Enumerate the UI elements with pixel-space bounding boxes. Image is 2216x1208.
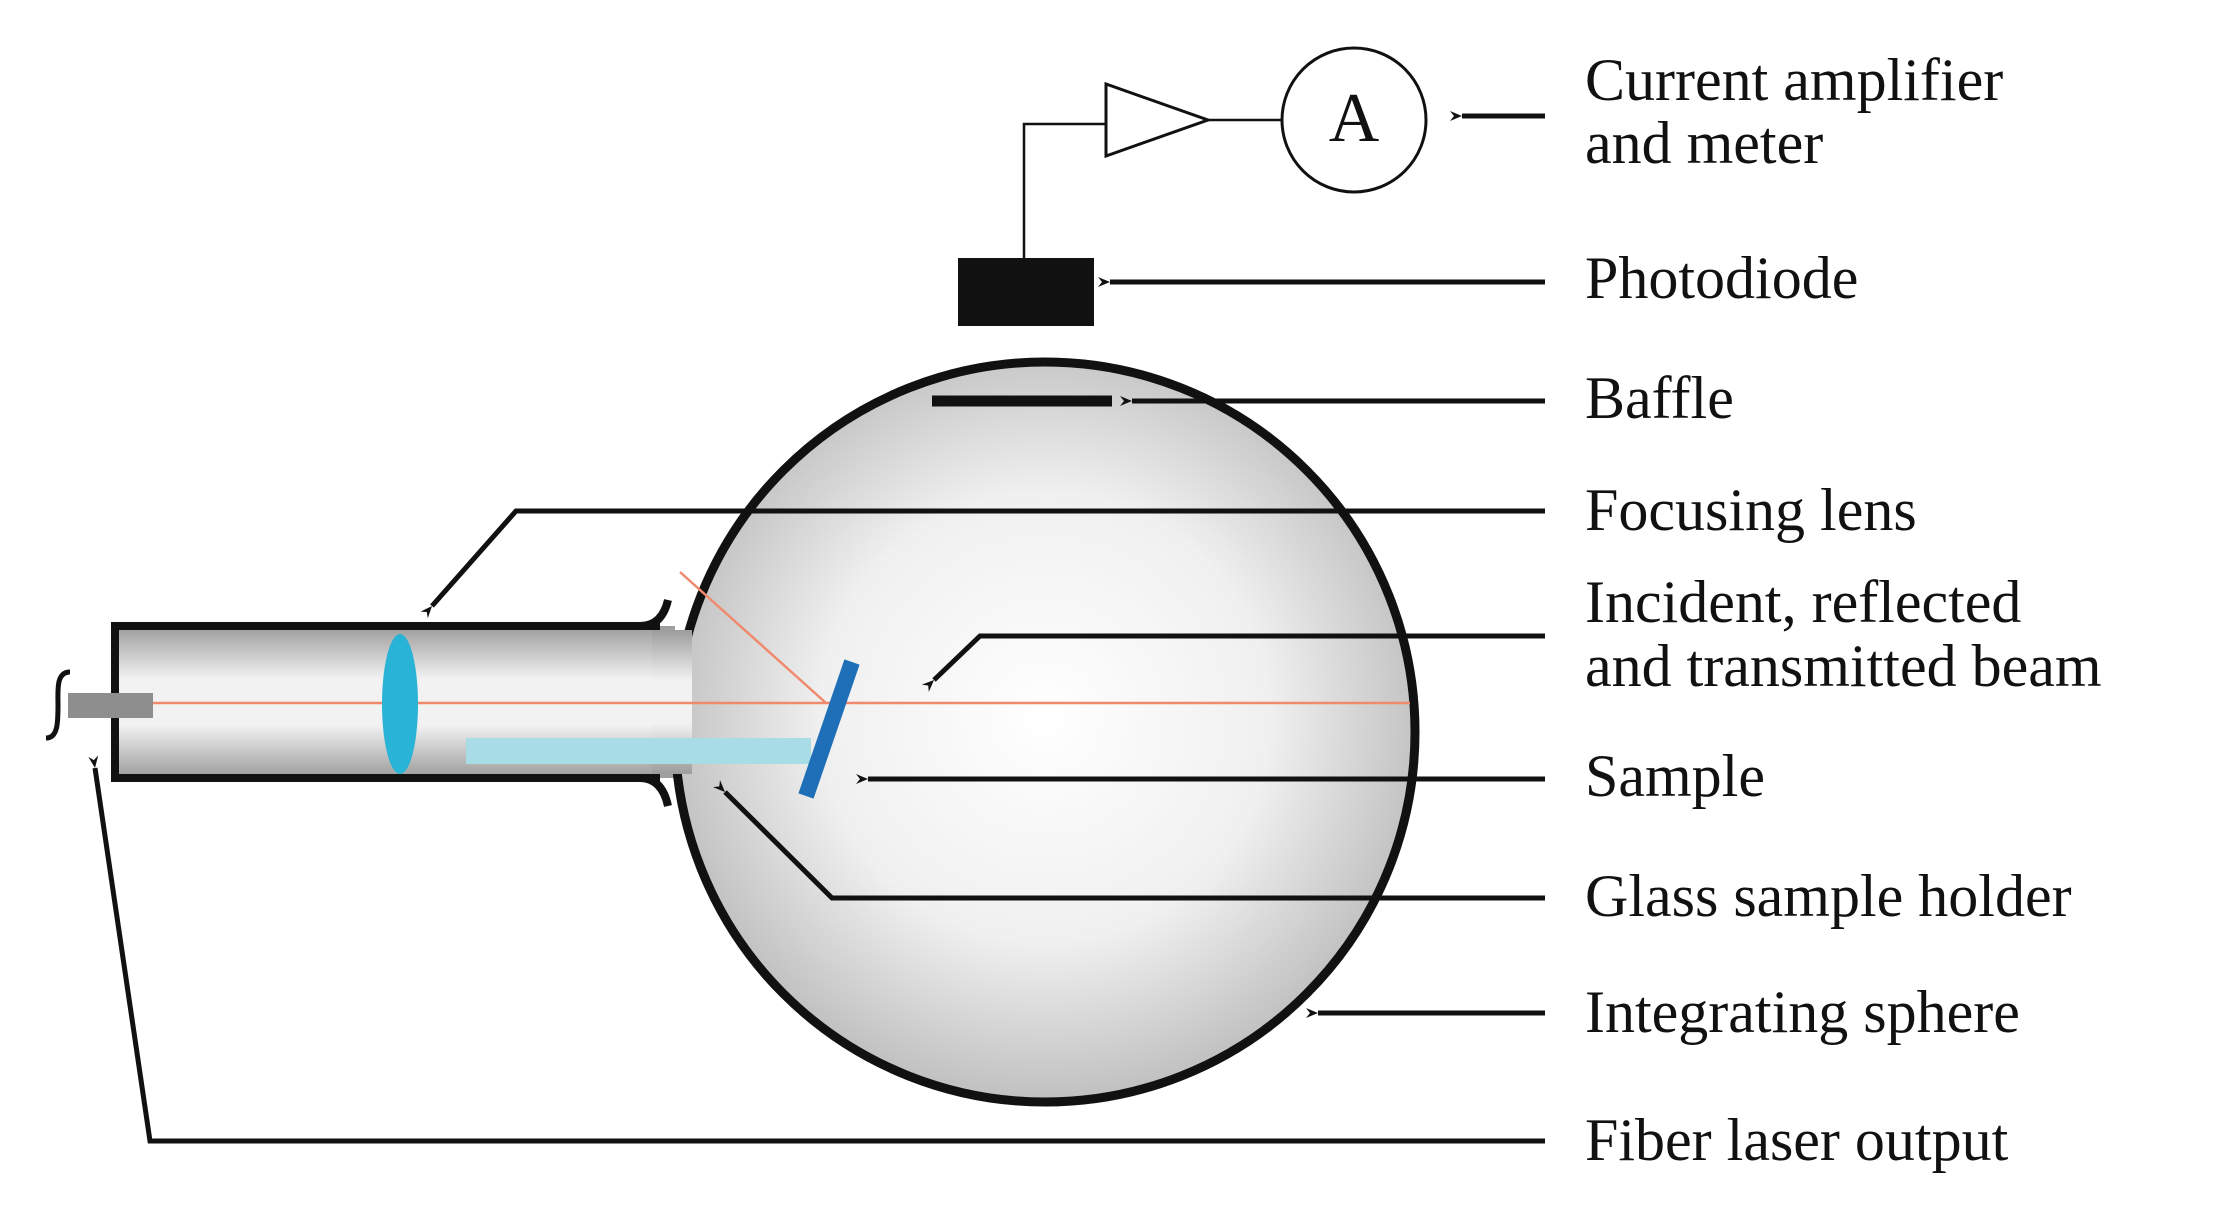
arrow-fiber xyxy=(88,755,1545,1144)
arrow-focusing-lens xyxy=(420,508,1545,619)
label-amplifier-line2: and meter xyxy=(1585,110,1823,176)
photodiode-wire xyxy=(1022,122,1106,258)
label-baffle: Baffle xyxy=(1585,365,1734,431)
photodiode xyxy=(958,258,1094,326)
focusing-lens xyxy=(382,634,418,774)
label-focusing-lens: Focusing lens xyxy=(1585,477,1917,543)
sample xyxy=(798,659,860,799)
ammeter xyxy=(1280,46,1428,194)
label-sphere: Integrating sphere xyxy=(1585,979,2020,1045)
leader-lines xyxy=(88,111,1545,1144)
label-photodiode: Photodiode xyxy=(1585,245,1858,311)
amplifier-symbol xyxy=(1104,81,1213,159)
arrow-glass-holder xyxy=(712,780,1545,901)
label-fiber: Fiber laser output xyxy=(1585,1107,2009,1173)
fiber-ferrule xyxy=(68,693,153,718)
label-glass-holder: Glass sample holder xyxy=(1585,863,2072,929)
label-beam-line1: Incident, reflected xyxy=(1585,569,2021,635)
tube-neck-bottom xyxy=(639,774,672,807)
label-sample: Sample xyxy=(1585,743,1765,809)
ammeter-symbol: A xyxy=(1329,80,1380,157)
label-amplifier-line1: Current amplifier xyxy=(1585,47,2003,113)
reflected-beam xyxy=(679,571,827,704)
glass-sample-holder xyxy=(466,738,811,764)
label-beam-line2: and transmitted beam xyxy=(1585,633,2102,699)
arrow-beam xyxy=(921,633,1545,692)
tube-neck-top xyxy=(639,598,672,630)
fiber-cable xyxy=(45,669,71,741)
integrating-sphere xyxy=(670,357,1420,1107)
